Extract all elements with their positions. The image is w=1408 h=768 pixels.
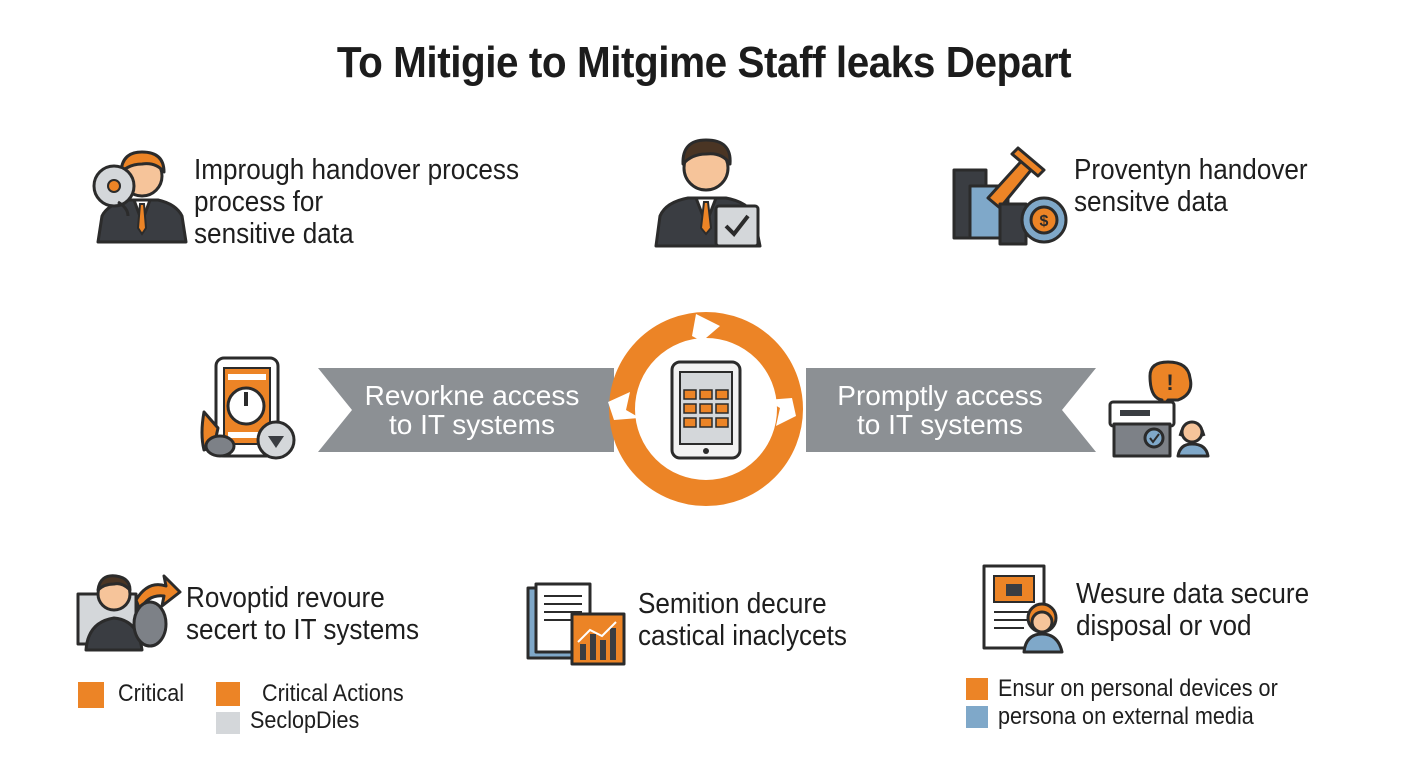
legend-swatch-personal-devices <box>966 678 988 700</box>
documents-chart-icon <box>526 582 626 666</box>
right-arrow-banner <box>806 368 1096 452</box>
legend-label-seclopdies: SeclopDies <box>250 707 360 734</box>
left-arrow-text: Revorkne access to IT systems <box>364 380 580 440</box>
top-left-label: Imprough handover process process for se… <box>194 154 519 250</box>
bottom-center-label: Semition decure castical inaclycets <box>638 588 847 652</box>
bottom-right-label: Wesure data secure disposal or vod <box>1076 578 1310 642</box>
document-person-icon <box>982 564 1064 654</box>
legend-swatch-critical <box>78 682 104 708</box>
right-arrow-text: Promptly access to IT systems <box>837 380 1043 440</box>
document-hammer-coin-icon: $ <box>952 146 1068 246</box>
page-title: To Mitigie to Mitgime Staff leaks Depart <box>336 38 1072 87</box>
legend-swatch-critical-actions <box>216 682 240 706</box>
left-arrow-banner <box>318 368 614 452</box>
legend-label-critical-actions: Critical Actions <box>262 680 404 707</box>
tablet-refresh-cycle-icon <box>608 312 803 506</box>
bottom-left-label: Rovoptid revoure secert to IT systems <box>186 582 420 646</box>
legend-swatch-seclopdies <box>216 712 240 734</box>
legend-label-external-media: persona on external media <box>998 703 1254 730</box>
legend-swatch-external-media <box>966 706 988 728</box>
businessman-checklist-icon <box>654 138 762 248</box>
svg-text:!: ! <box>1166 370 1173 395</box>
svg-text:$: $ <box>1040 213 1049 230</box>
legend-label-personal-devices: Ensur on personal devices or <box>998 675 1278 702</box>
legend-label-critical: Critical <box>118 680 185 707</box>
person-monitor-icon <box>76 574 182 652</box>
top-right-label: Proventyn handover sensitve data <box>1074 154 1308 218</box>
businessman-with-disc-icon <box>92 150 188 244</box>
server-person-alert-icon: ! <box>1108 360 1210 458</box>
tablet-gauge-tools-icon <box>200 356 296 460</box>
